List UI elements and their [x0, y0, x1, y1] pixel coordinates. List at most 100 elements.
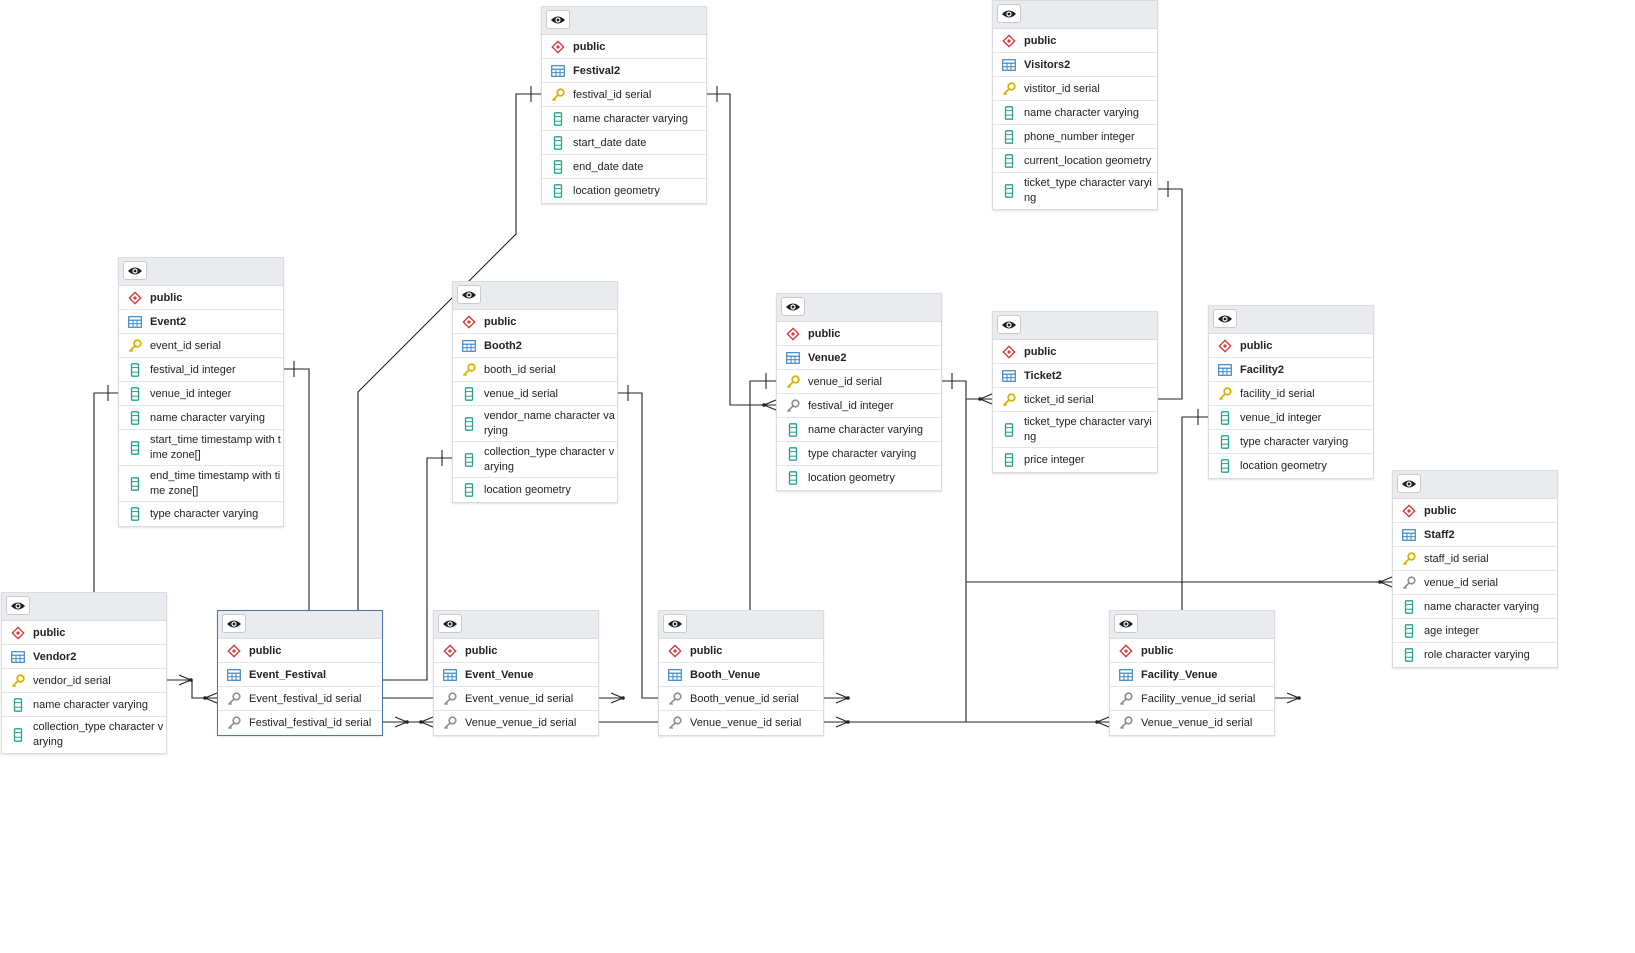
column-row[interactable]: Booth_venue_id serial: [659, 687, 823, 711]
column-row[interactable]: venue_id integer: [1209, 406, 1373, 430]
column-row[interactable]: vendor_id serial: [2, 669, 166, 693]
eye-icon[interactable]: [438, 614, 462, 633]
eye-icon[interactable]: [997, 4, 1021, 23]
column-row[interactable]: end_date date: [542, 155, 706, 179]
table-name-row: Vendor2: [2, 645, 166, 669]
column-row[interactable]: end_time timestamp with time zone[]: [119, 466, 283, 502]
eye-icon[interactable]: [6, 596, 30, 615]
column-row[interactable]: Venue_venue_id serial: [1110, 711, 1274, 735]
column-row[interactable]: vistitor_id serial: [993, 77, 1157, 101]
column-row[interactable]: name character varying: [1393, 595, 1557, 619]
column-row[interactable]: Facility_venue_id serial: [1110, 687, 1274, 711]
table-header: [542, 7, 706, 35]
eye-icon[interactable]: [1213, 309, 1237, 328]
schema-name: public: [1240, 339, 1273, 352]
eye-icon[interactable]: [997, 315, 1021, 334]
column-row[interactable]: location geometry: [1209, 454, 1373, 478]
eye-icon[interactable]: [663, 614, 687, 633]
column-row[interactable]: festival_id integer: [119, 358, 283, 382]
column-row[interactable]: start_date date: [542, 131, 706, 155]
column-row[interactable]: price integer: [993, 448, 1157, 472]
table-header: [453, 282, 617, 310]
column-row[interactable]: type character varying: [119, 502, 283, 526]
column-row[interactable]: phone_number integer: [993, 125, 1157, 149]
column-row[interactable]: name character varying: [777, 418, 941, 442]
column-icon: [1402, 648, 1416, 662]
column-row[interactable]: venue_id integer: [119, 382, 283, 406]
column-row[interactable]: vendor_name character varying: [453, 406, 617, 442]
eye-icon[interactable]: [457, 285, 481, 304]
eye-icon[interactable]: [546, 10, 570, 29]
relationship-line: [1181, 416, 1208, 610]
column-row[interactable]: booth_id serial: [453, 358, 617, 382]
foreign-key-icon: [1119, 716, 1133, 730]
column-row[interactable]: Event_venue_id serial: [434, 687, 598, 711]
cardinality-dot: [621, 696, 625, 700]
column-icon: [128, 440, 142, 455]
column-row[interactable]: type character varying: [777, 442, 941, 466]
eye-icon[interactable]: [1397, 474, 1421, 493]
column-row[interactable]: collection_type character varying: [453, 442, 617, 478]
column-row[interactable]: staff_id serial: [1393, 547, 1557, 571]
column-row[interactable]: event_id serial: [119, 334, 283, 358]
column-icon: [128, 362, 142, 377]
column-row[interactable]: ticket_id serial: [993, 388, 1157, 412]
column-row[interactable]: venue_id serial: [1393, 571, 1557, 595]
column-row[interactable]: location geometry: [777, 466, 941, 490]
column-icon: [1002, 105, 1016, 120]
schema-diamond-icon: [11, 625, 25, 640]
column-label: name character varying: [573, 112, 688, 125]
column-icon: [128, 386, 142, 401]
column-row[interactable]: type character varying: [1209, 430, 1373, 454]
column-row[interactable]: venue_id serial: [453, 382, 617, 406]
column-icon: [786, 446, 800, 461]
schema-diamond-icon: [668, 643, 682, 658]
column-row[interactable]: festival_id serial: [542, 83, 706, 107]
column-row[interactable]: start_time timestamp with time zone[]: [119, 430, 283, 466]
column-row[interactable]: ticket_type character varying: [993, 412, 1157, 448]
table-header: [218, 611, 382, 639]
column-row[interactable]: Event_festival_id serial: [218, 687, 382, 711]
eye-icon[interactable]: [222, 614, 246, 633]
column-row[interactable]: role character varying: [1393, 643, 1557, 667]
column-row[interactable]: name character varying: [542, 107, 706, 131]
column-row[interactable]: name character varying: [119, 406, 283, 430]
eye-icon[interactable]: [1114, 614, 1138, 633]
schema-name: public: [465, 644, 498, 657]
column-row[interactable]: venue_id serial: [777, 370, 941, 394]
column-row[interactable]: name character varying: [993, 101, 1157, 125]
column-row[interactable]: location geometry: [542, 179, 706, 203]
column-row[interactable]: festival_id integer: [777, 394, 941, 418]
eye-icon[interactable]: [123, 261, 147, 280]
column-row[interactable]: collection_type character varying: [2, 717, 166, 753]
schema-row: public: [993, 340, 1157, 364]
schema-name: public: [808, 327, 841, 340]
column-row[interactable]: current_location geometry: [993, 149, 1157, 173]
column-icon: [786, 422, 800, 437]
column-row[interactable]: facility_id serial: [1209, 382, 1373, 406]
column-row[interactable]: ticket_type character varying: [993, 173, 1157, 209]
column-icon: [128, 410, 142, 425]
column-row[interactable]: name character varying: [2, 693, 166, 717]
column-row[interactable]: Venue_venue_id serial: [659, 711, 823, 735]
column-row[interactable]: age integer: [1393, 619, 1557, 643]
column-row[interactable]: location geometry: [453, 478, 617, 502]
eye-icon[interactable]: [781, 297, 805, 316]
column-row[interactable]: Venue_venue_id serial: [434, 711, 598, 735]
column-row[interactable]: Festival_festival_id serial: [218, 711, 382, 735]
table-name-row: Ticket2: [993, 364, 1157, 388]
column-label: phone_number integer: [1024, 130, 1135, 143]
